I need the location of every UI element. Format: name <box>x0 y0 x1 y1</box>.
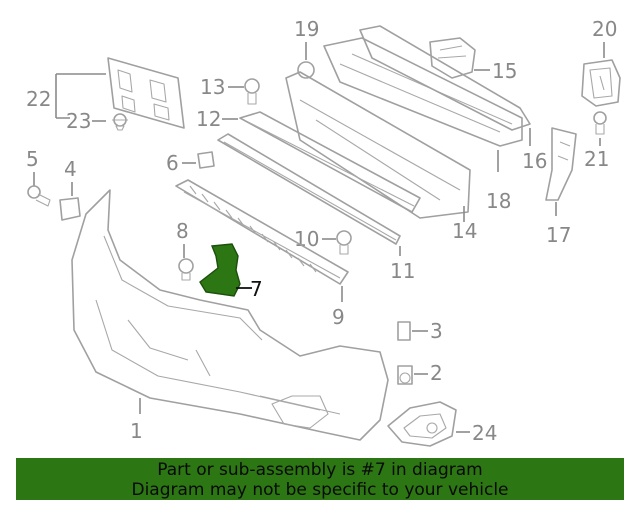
lower-rail-11 <box>217 133 401 245</box>
callout-9: 9 <box>332 305 345 329</box>
bracket-15 <box>429 37 476 79</box>
clip-10 <box>336 230 352 255</box>
callout-21: 21 <box>584 147 609 171</box>
callout-23: 23 <box>66 109 91 133</box>
callout-15: 15 <box>492 59 517 83</box>
parts-diagram: 22 23 13 19 15 20 21 16 18 <box>26 17 621 447</box>
clip-2 <box>397 365 413 385</box>
bolt-5 <box>27 185 51 207</box>
fog-lamp-bezel-24 <box>387 401 457 447</box>
license-plate-bracket <box>107 57 185 129</box>
callout-2: 2 <box>430 361 443 385</box>
energy-absorber-14 <box>285 71 471 219</box>
bumper-cover-1 <box>71 189 389 441</box>
callout-12: 12 <box>196 107 221 131</box>
callout-5: 5 <box>26 147 39 171</box>
side-bracket-17 <box>545 127 577 201</box>
grille-strip-9 <box>175 179 349 285</box>
cap-3 <box>397 321 411 341</box>
callout-22: 22 <box>26 87 51 111</box>
info-banner: Part or sub-assembly is #7 in diagram Di… <box>16 458 624 500</box>
clip-6 <box>197 151 215 169</box>
callout-17: 17 <box>546 223 571 247</box>
bolt-21 <box>593 111 607 135</box>
callout-1: 1 <box>130 419 143 443</box>
upper-retainer-12 <box>239 111 421 213</box>
bracket-20 <box>581 59 621 107</box>
callout-20: 20 <box>592 17 617 41</box>
callout-14: 14 <box>452 219 477 243</box>
callout-18: 18 <box>486 189 511 213</box>
bracket-7-highlighted <box>199 243 241 297</box>
callout-4: 4 <box>64 157 77 181</box>
callout-8: 8 <box>176 219 189 243</box>
banner-line-2: Diagram may not be specific to your vehi… <box>131 480 509 500</box>
callout-7: 7 <box>250 277 263 301</box>
reinforcement-beam <box>323 25 531 147</box>
callout-3: 3 <box>430 319 443 343</box>
callout-6: 6 <box>166 151 179 175</box>
screw-13 <box>244 78 260 105</box>
cap-4 <box>59 197 81 221</box>
callout-11: 11 <box>390 259 415 283</box>
callout-10: 10 <box>294 227 319 251</box>
clip-8 <box>178 258 194 281</box>
banner-line-1: Part or sub-assembly is #7 in diagram <box>157 460 483 480</box>
callout-24: 24 <box>472 421 497 445</box>
callout-13: 13 <box>200 75 225 99</box>
nut-19 <box>297 61 315 79</box>
clip-23 <box>112 113 128 131</box>
callout-16: 16 <box>522 149 547 173</box>
callout-19: 19 <box>294 17 319 41</box>
leader-22 <box>55 73 106 119</box>
